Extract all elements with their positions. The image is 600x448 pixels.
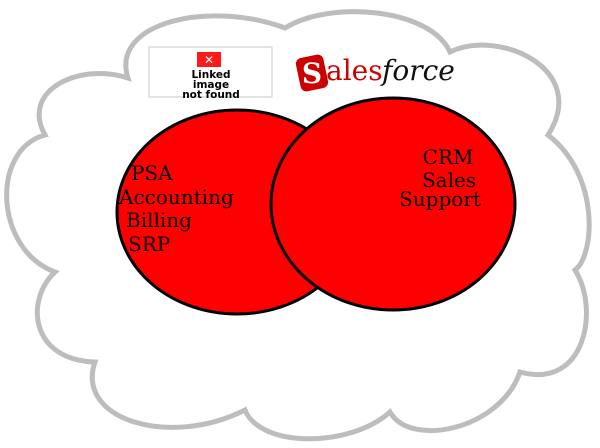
- left-set-item: PSA: [131, 161, 173, 185]
- logo-first-letter: S: [302, 57, 322, 90]
- broken-image-x-icon: [197, 52, 221, 67]
- left-set-item: Accounting: [118, 185, 234, 209]
- left-set-item: Billing: [126, 208, 192, 232]
- broken-image-line-2: image: [193, 79, 229, 91]
- broken-image-line-1: Linked: [191, 69, 230, 81]
- logo-force: force: [380, 54, 455, 87]
- right-set-item: Sales: [422, 168, 476, 192]
- salesforce-logo: S ales force: [295, 54, 455, 92]
- venn-circle-right: [269, 96, 517, 312]
- left-set-item: SRP: [128, 232, 170, 256]
- right-set-item: Support: [399, 187, 481, 211]
- broken-image-placeholder: ✕ Linked image not found: [148, 46, 273, 101]
- right-set-item: CRM: [423, 145, 474, 169]
- x-icon: ✕: [204, 53, 214, 67]
- broken-image-line-3: not found: [182, 89, 240, 101]
- logo-ales: ales: [326, 54, 383, 87]
